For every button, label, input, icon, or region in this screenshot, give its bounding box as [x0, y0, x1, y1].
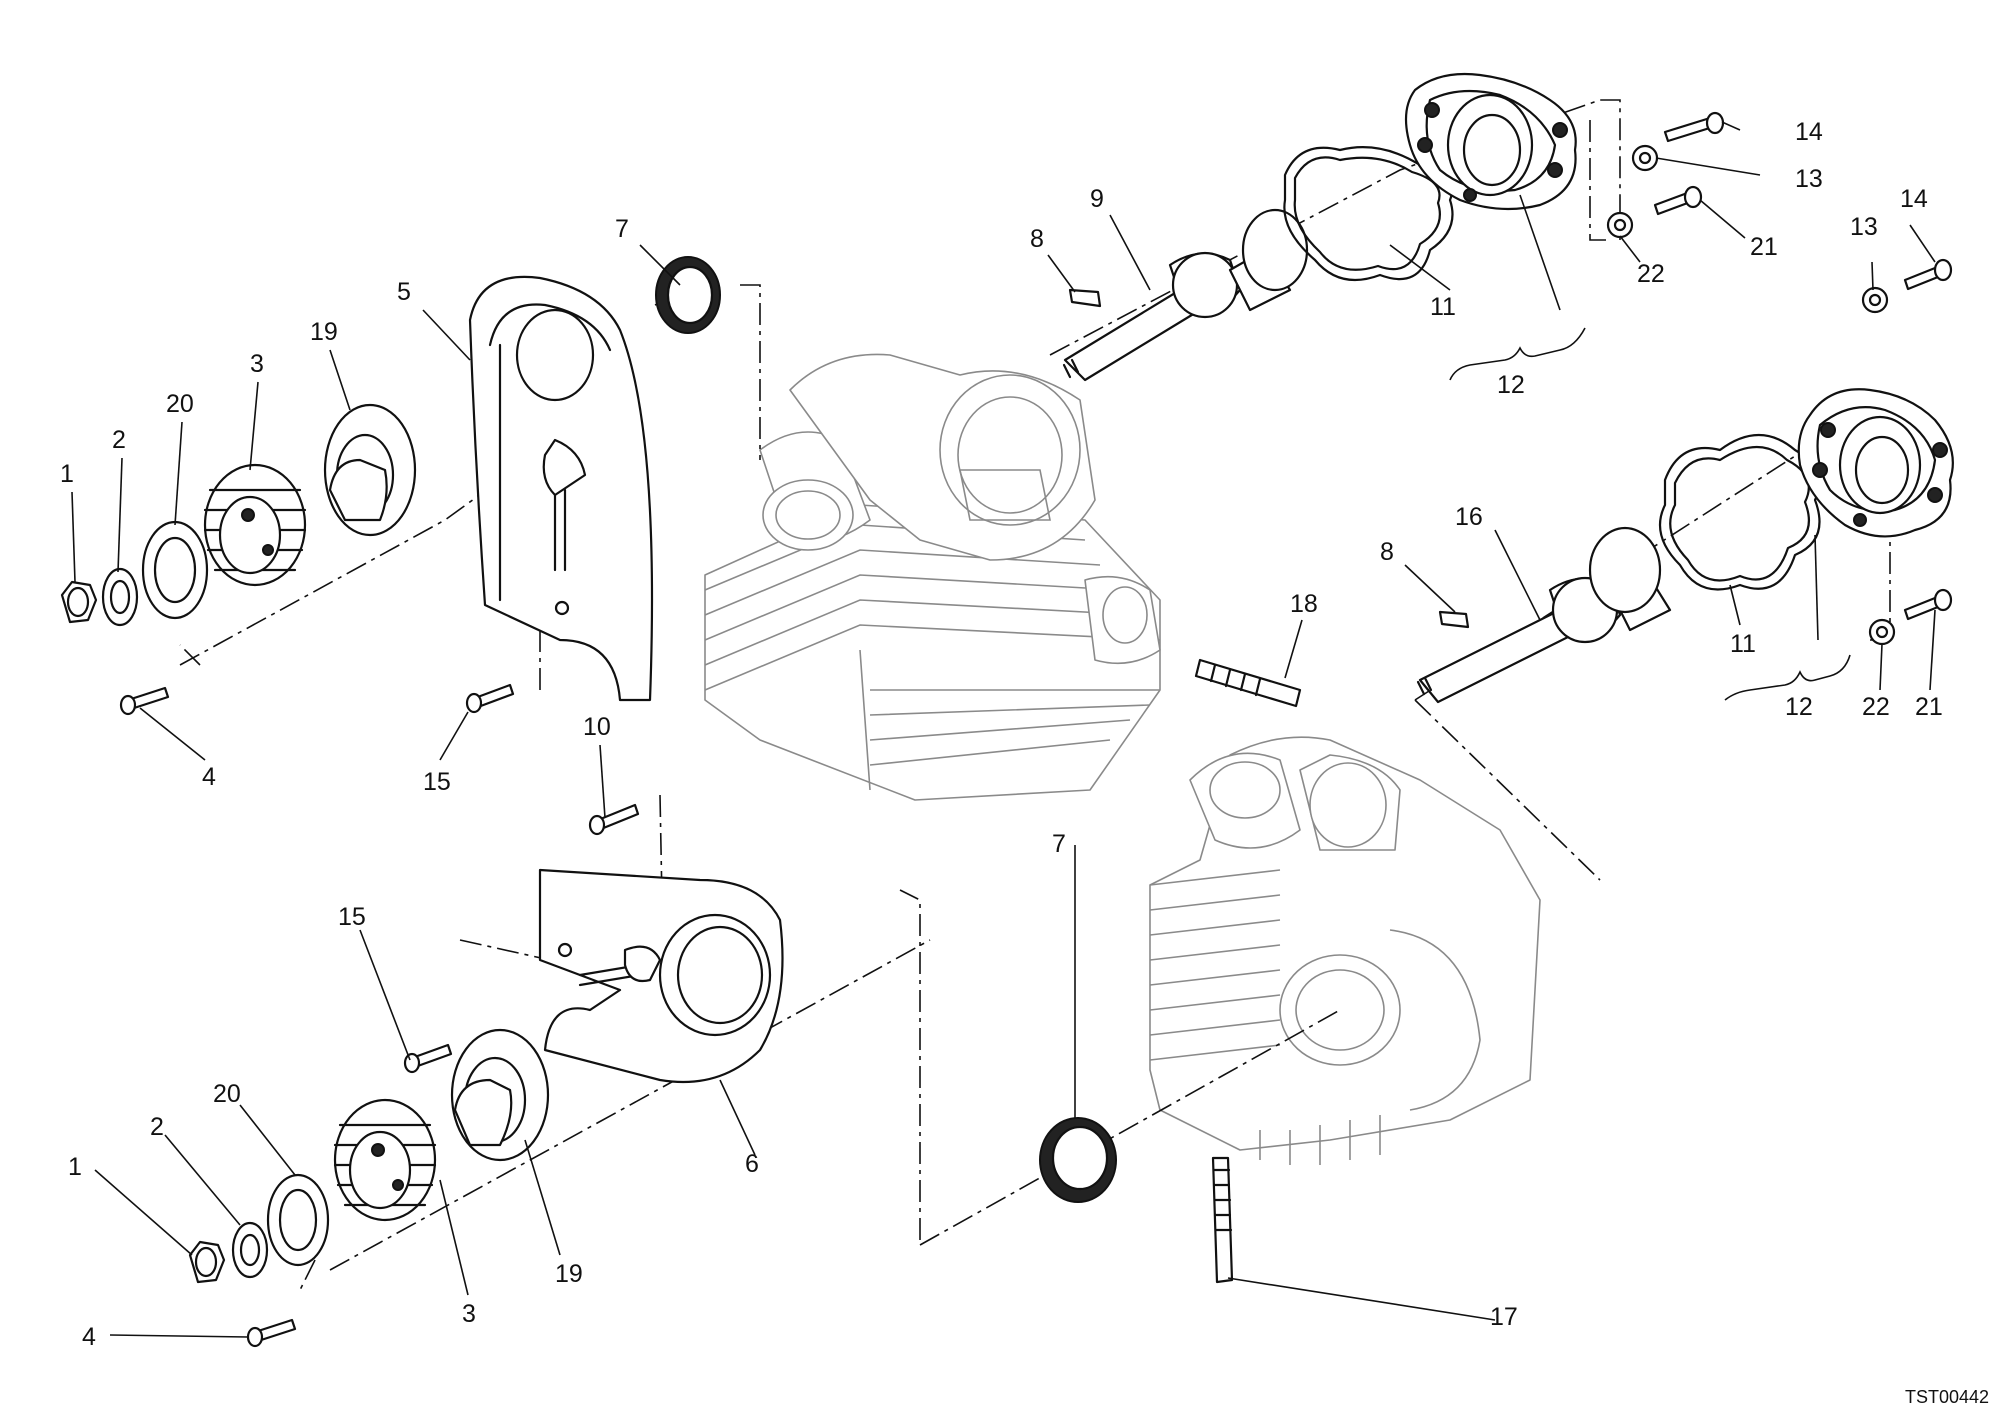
callout-8-lower: 8 — [1380, 538, 1394, 566]
lower-drive-sprocket-3 — [333, 1098, 437, 1222]
callout-2-upper: 2 — [112, 426, 126, 454]
upper-screw-4 — [119, 686, 170, 716]
callout-2-lower: 2 — [150, 1113, 164, 1141]
rear-cylinder-head — [704, 353, 1161, 801]
lower-sprocket-flange-19 — [450, 1028, 550, 1162]
lower-screw-15 — [403, 1043, 453, 1074]
callout-13-right: 13 — [1850, 213, 1878, 241]
upper-washer-2 — [101, 567, 139, 627]
callout-21-upper: 21 — [1750, 233, 1778, 261]
callout-3-upper: 3 — [250, 350, 264, 378]
washer-22a — [1606, 211, 1634, 239]
woodruff-key-8b — [1438, 610, 1470, 629]
callout-5: 5 — [397, 278, 411, 306]
callout-9: 9 — [1090, 185, 1104, 213]
callout-15-upper: 15 — [423, 768, 451, 796]
callout-20-lower: 20 — [213, 1080, 241, 1108]
screw-10 — [588, 803, 640, 836]
callout-3-lower: 3 — [462, 1300, 476, 1328]
lower-oil-seal-7 — [1039, 1117, 1117, 1203]
callout-6: 6 — [745, 1150, 759, 1178]
stud-17 — [1211, 1156, 1234, 1284]
callout-1-upper: 1 — [60, 460, 74, 488]
callout-1-lower: 1 — [68, 1153, 82, 1181]
lower-timing-belt-cover — [538, 868, 784, 1084]
callout-22-lower: 22 — [1862, 693, 1890, 721]
callout-19-upper: 19 — [310, 318, 338, 346]
callout-14-right: 14 — [1900, 185, 1928, 213]
callout-4-upper: 4 — [202, 763, 216, 791]
cam-cover-12b — [1797, 388, 1954, 538]
diagram-code: TST00442 — [1905, 1387, 1989, 1407]
callout-12-upper: 12 — [1497, 371, 1525, 399]
callout-11-upper: 11 — [1430, 293, 1456, 321]
group-brackets-12 — [1449, 327, 1851, 701]
callout-22-upper: 22 — [1637, 260, 1665, 288]
upper-screw-15 — [465, 683, 515, 714]
callout-7-lower: 7 — [1052, 830, 1066, 858]
callout-17: 17 — [1490, 1303, 1518, 1331]
callout-19-lower: 19 — [555, 1260, 583, 1288]
cam-cover-12a — [1404, 72, 1577, 211]
washer-13a — [1631, 144, 1659, 172]
leader-lines — [71, 121, 1936, 1338]
screw-21a — [1653, 185, 1703, 216]
washer-13b — [1861, 286, 1889, 314]
upper-drive-sprocket-3 — [203, 463, 307, 587]
callout-15-lower: 15 — [338, 903, 366, 931]
lower-screw-4 — [246, 1318, 297, 1348]
front-cylinder-head — [1149, 736, 1541, 1165]
callout-18: 18 — [1290, 590, 1318, 618]
callout-16: 16 — [1455, 503, 1483, 531]
lower-nut-1 — [188, 1240, 226, 1284]
callout-7-upper: 7 — [615, 215, 629, 243]
upper-oil-seal-7 — [655, 256, 721, 334]
upper-sprocket-flange-19 — [323, 403, 417, 537]
callout-4-lower: 4 — [82, 1323, 96, 1351]
lower-washer-2 — [231, 1221, 269, 1279]
lower-washer-20 — [266, 1173, 330, 1267]
callout-11-lower: 11 — [1730, 630, 1756, 658]
screw-21b — [1903, 588, 1953, 621]
camshaft-9 — [1062, 208, 1309, 382]
gasket-11a — [1283, 146, 1454, 282]
callout-12-lower: 12 — [1785, 693, 1813, 721]
woodruff-key-8a — [1068, 288, 1102, 308]
callout-10: 10 — [583, 713, 611, 741]
gasket-11b — [1658, 433, 1821, 591]
callout-8-upper: 8 — [1030, 225, 1044, 253]
callout-20-upper: 20 — [166, 390, 194, 418]
washer-22b — [1868, 618, 1896, 646]
upper-timing-belt-cover — [468, 275, 654, 702]
callout-labels: 1 2 20 3 19 5 7 4 15 8 9 11 12 14 13 21 … — [60, 118, 1989, 1407]
camshaft-16 — [1416, 526, 1672, 704]
upper-washer-20 — [141, 520, 209, 620]
screw-14a — [1663, 111, 1725, 143]
upper-nut-1 — [60, 580, 98, 624]
stud-18 — [1194, 658, 1302, 708]
callout-14-upper: 14 — [1795, 118, 1823, 146]
callout-13-upper: 13 — [1795, 165, 1823, 193]
screw-14b — [1903, 258, 1953, 291]
callout-21-lower: 21 — [1915, 693, 1943, 721]
